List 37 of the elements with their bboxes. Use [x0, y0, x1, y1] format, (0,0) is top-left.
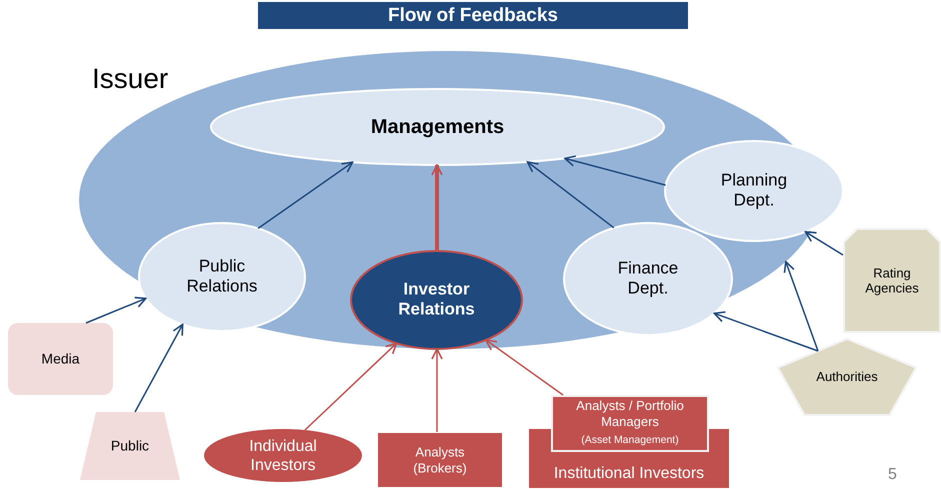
node-label: Planning Dept.	[720, 170, 788, 212]
investor-box	[377, 432, 503, 488]
stakeholder-trapezoid	[80, 412, 180, 480]
investor-box	[551, 395, 709, 452]
node-label: Public Relations	[186, 256, 258, 298]
arrow	[86, 296, 147, 324]
node-label: Institutional Investors	[552, 464, 706, 483]
stakeholder-pentagon	[776, 338, 918, 416]
arrow	[485, 339, 564, 396]
arrow	[431, 164, 443, 251]
node-label: Authorities	[815, 369, 879, 385]
arrow	[134, 324, 184, 412]
node-label: Public	[110, 438, 150, 454]
node-label: Investor Relations	[397, 280, 476, 320]
node-label: Rating Agencies	[864, 264, 920, 296]
node-label: Individual Investors	[248, 436, 318, 475]
node-label: Issuer	[92, 62, 168, 96]
arrow	[431, 348, 443, 432]
title-banner: Flow of Feedbacks	[258, 2, 688, 29]
investor-ellipse	[203, 428, 363, 483]
arrow	[804, 231, 844, 256]
arrow	[304, 342, 398, 431]
arrow	[784, 260, 819, 352]
stakeholder-box	[8, 323, 113, 395]
arrow	[526, 161, 614, 228]
node-label: Analysts / Portfolio Managers	[575, 398, 685, 430]
node-label: Media	[40, 350, 81, 368]
node-label: Finance Dept.	[616, 258, 680, 300]
arrow	[714, 311, 818, 352]
arrow	[258, 161, 354, 230]
node-label: Analysts (Brokers)	[412, 444, 468, 476]
node-sublabel: (Asset Management)	[580, 434, 680, 447]
arrow	[564, 155, 666, 186]
node-label: Managements	[370, 115, 506, 139]
managements-ellipse	[210, 88, 665, 166]
page-number: 5	[888, 466, 897, 484]
department-ellipse	[664, 140, 844, 242]
